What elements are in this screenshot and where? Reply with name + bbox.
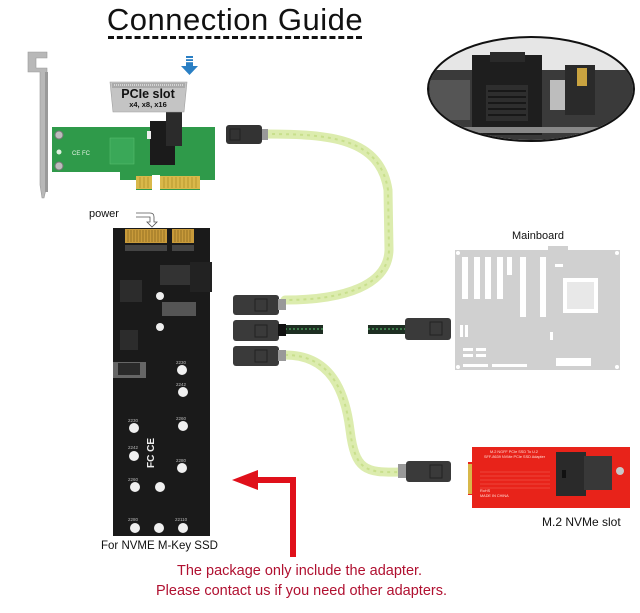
sff8643-connector-split-1 <box>233 295 286 315</box>
page-title: Connection Guide <box>106 2 364 37</box>
nvme-ssd-label: For NVME M-Key SSD <box>101 540 218 552</box>
sff8643-connector-m2 <box>398 461 451 482</box>
svg-text:2260: 2260 <box>176 416 187 421</box>
sff8643-connector-mainboard <box>405 318 451 340</box>
svg-text:CE FC: CE FC <box>72 151 91 157</box>
svg-text:2280: 2280 <box>128 517 139 522</box>
cable-black-to-mainboard <box>285 325 408 334</box>
red-pointer-arrow <box>232 470 296 557</box>
down-arrow-icon <box>181 56 198 75</box>
svg-text:2242: 2242 <box>128 445 139 450</box>
pcie-slot-graphic <box>109 81 188 113</box>
svg-text:2280: 2280 <box>176 458 187 463</box>
svg-text:2260: 2260 <box>128 477 139 482</box>
svg-text:2230: 2230 <box>176 360 187 365</box>
sff8643-connector-split-3 <box>233 346 286 366</box>
title-underline <box>108 36 362 39</box>
package-note-line-1: The package only include the adapter. <box>177 563 423 579</box>
sff8643-connector-pcie <box>226 125 268 144</box>
m2-slot-label: M.2 NVMe slot <box>542 515 621 529</box>
svg-text:2230: 2230 <box>128 418 139 423</box>
ssd-mount-holes <box>129 365 188 533</box>
pcie-adapter-card: CE FC <box>52 108 215 190</box>
m2-adapter-card: M.2 NGFF PCIe SSD To U.2 SFF-8639 NVMe P… <box>468 447 630 508</box>
svg-text:2242: 2242 <box>176 382 187 387</box>
svg-text:MADE IN CHINA: MADE IN CHINA <box>480 494 509 498</box>
connector-closeup-inset <box>427 36 635 142</box>
nvme-ssd-adapter-board: FC CE 2230 2242 2260 2230 2242 2280 2260… <box>113 228 212 536</box>
svg-text:22110: 22110 <box>175 517 188 522</box>
mainboard-graphic <box>455 246 620 370</box>
power-arrow-icon <box>136 212 158 228</box>
cable-pcie-to-split <box>260 129 394 305</box>
svg-text:RoHS: RoHS <box>480 489 491 493</box>
package-note-line-2: Please contact us if you need other adap… <box>156 583 447 599</box>
power-label: power <box>89 208 119 220</box>
pcie-bracket <box>27 51 48 199</box>
svg-text:FC CE: FC CE <box>146 438 157 468</box>
pcie-slot-label: PCIe slot <box>121 87 175 101</box>
cable-to-m2 <box>280 350 405 477</box>
svg-text:SFF-8639 NVMe PCIe SSD Adapter: SFF-8639 NVMe PCIe SSD Adapter <box>484 455 546 459</box>
mainboard-label: Mainboard <box>512 230 564 242</box>
sff8643-connector-split-2 <box>233 320 286 341</box>
pcie-lanes-label: x4, x8, x16 <box>129 100 167 109</box>
svg-text:M.2 NGFF PCIe SSD To U.2: M.2 NGFF PCIe SSD To U.2 <box>490 450 538 454</box>
